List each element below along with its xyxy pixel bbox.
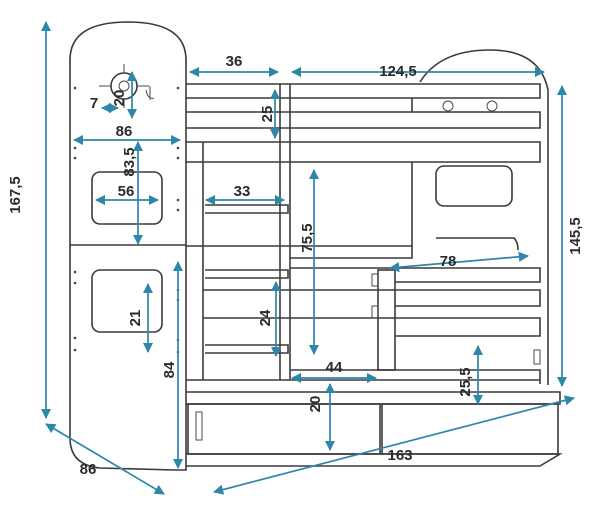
dim-label-86-depth: 86 — [80, 461, 97, 478]
dim-label-21: 21 — [127, 310, 144, 327]
dim-label-20-drawer: 20 — [307, 396, 324, 413]
dim-label-83-5: 83,5 — [121, 147, 138, 176]
dim-label-84: 84 — [161, 361, 178, 378]
dim-label-33: 33 — [234, 183, 251, 200]
dim-label-75-5: 75,5 — [299, 223, 316, 252]
bed-frame — [186, 83, 563, 467]
dim-label-44: 44 — [326, 359, 343, 376]
dimension-labels: 167,5 36 124,5 7 20 25 86 83,5 56 33 75,… — [7, 53, 584, 478]
dim-label-56: 56 — [118, 183, 135, 200]
dimension-lines — [40, 20, 575, 495]
dim-label-25-5: 25,5 — [457, 367, 474, 396]
dim-label-78: 78 — [440, 253, 457, 270]
dim-label-36: 36 — [226, 53, 243, 70]
dim-label-25-top: 25 — [259, 106, 276, 123]
dim-label-7: 7 — [90, 95, 98, 112]
dim-label-86-head: 86 — [116, 123, 133, 140]
dim-label-24: 24 — [257, 309, 274, 326]
anchor-icon — [145, 86, 155, 100]
dim-label-163: 163 — [387, 447, 412, 464]
dim-label-124-5: 124,5 — [379, 63, 417, 80]
dim-label-20-top: 20 — [111, 90, 128, 107]
dim-label-167-5: 167,5 — [7, 176, 24, 214]
left-end-panel — [69, 21, 187, 471]
right-end-panel — [419, 49, 549, 385]
dim-label-145-5: 145,5 — [567, 217, 584, 255]
